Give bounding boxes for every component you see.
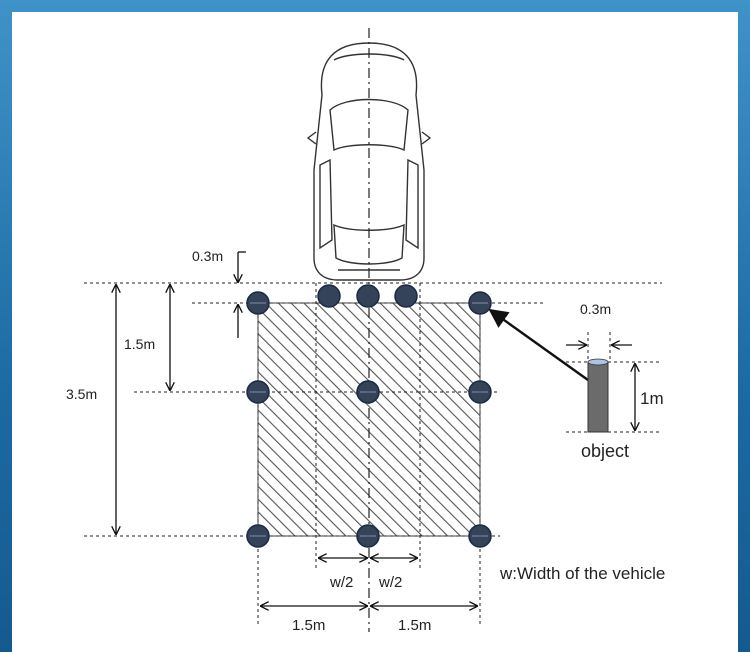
- object-pole-icon: [587, 358, 609, 433]
- measurement-point-icon: [356, 284, 380, 308]
- lateral-right-label: 1.5m: [398, 617, 431, 634]
- object-caption: object: [581, 441, 629, 461]
- dim-total-depth-label: 3.5m: [66, 386, 97, 402]
- car-top-view-icon: [306, 42, 432, 281]
- measurement-point-icon: [394, 284, 418, 308]
- object-height-label: 1m: [640, 389, 664, 408]
- dim-top-gap-label: 0.3m: [192, 248, 223, 264]
- point-crosshairs: [250, 302, 488, 537]
- dimension-arrows: [116, 251, 635, 606]
- half-width-left-label: w/2: [329, 574, 353, 591]
- dim-half-depth-label: 1.5m: [124, 336, 155, 352]
- object-width-label: 0.3m: [580, 301, 611, 317]
- object-pointer-arrow: [488, 308, 589, 381]
- vertical-reference-lines: [257, 283, 611, 626]
- measurement-point-icon: [317, 284, 341, 308]
- half-width-right-label: w/2: [378, 574, 402, 591]
- legend-text: w:Width of the vehicle: [499, 564, 665, 583]
- lateral-left-label: 1.5m: [292, 617, 325, 634]
